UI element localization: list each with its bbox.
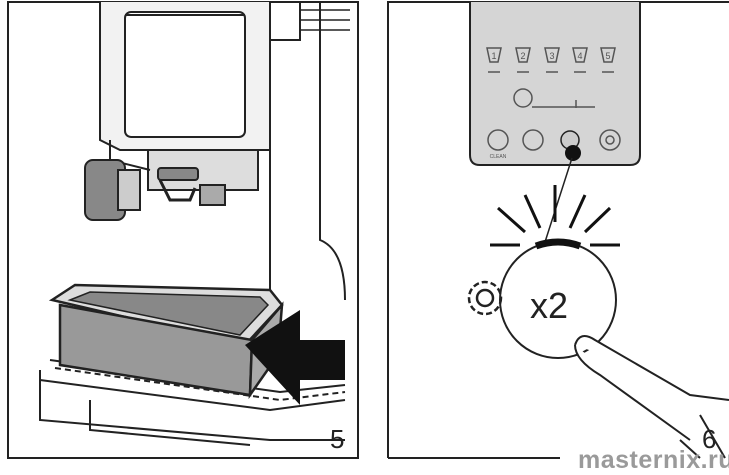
coffee-machine	[39, 2, 350, 446]
push-arrow	[245, 310, 345, 405]
clean-label: CLEAN	[490, 154, 507, 160]
cup-label-4: 4	[577, 51, 582, 61]
x2-label: x2	[530, 285, 568, 326]
figure-number: 5	[330, 424, 344, 454]
figure-5: 5	[7, 1, 359, 459]
power-icon	[605, 135, 615, 145]
cup-label-1: 1	[491, 51, 496, 61]
cup-label-3: 3	[549, 51, 554, 61]
figure-number: 6	[702, 424, 716, 454]
control-panel: 1 2 3 4 5 CLEAN	[469, 2, 641, 243]
cup-label-2: 2	[520, 51, 525, 61]
finger	[574, 335, 729, 441]
watermark: masternix.ru	[578, 446, 729, 474]
gear-icon	[467, 280, 503, 316]
cup-label-5: 5	[605, 51, 610, 61]
figure-6: 1 2 3 4 5 CLEAN x2 6	[387, 1, 729, 459]
